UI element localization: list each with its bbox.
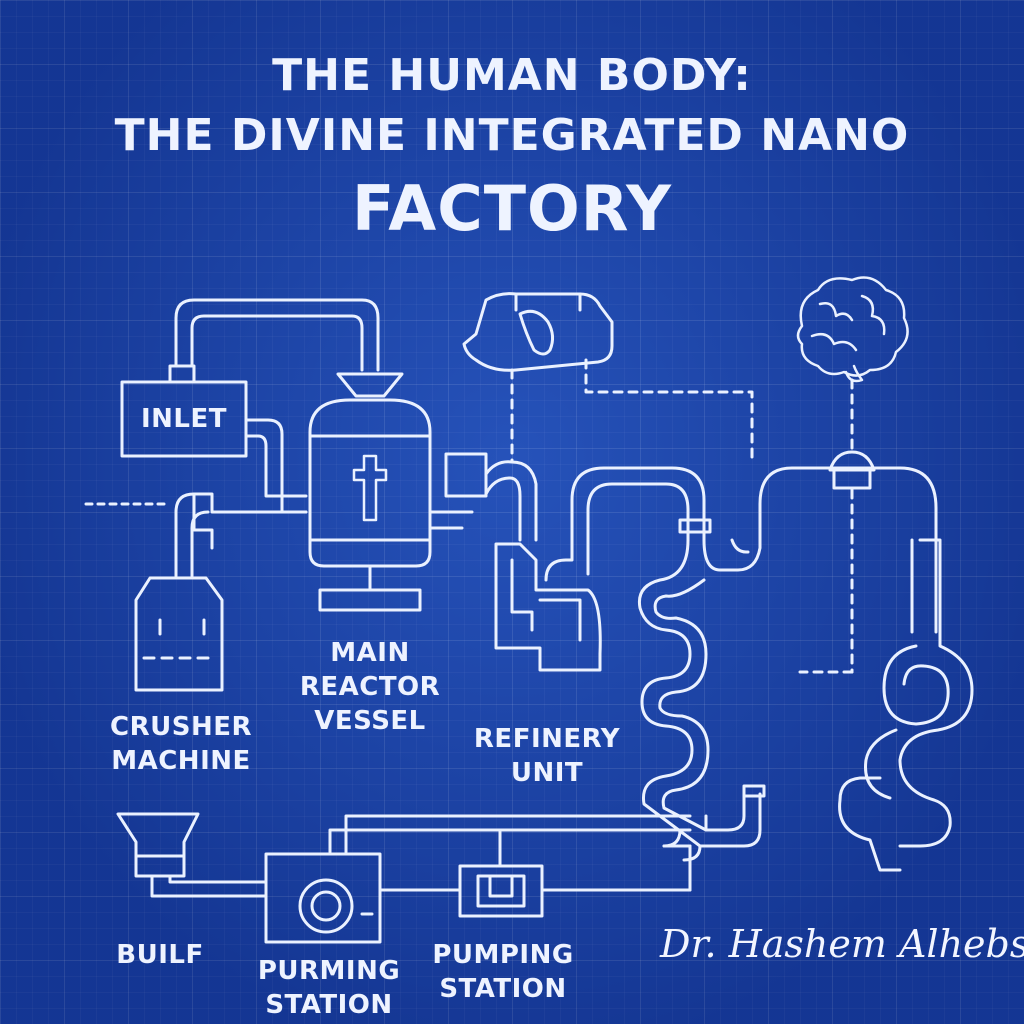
- junction-node: [830, 452, 874, 488]
- label-refinery-line-2: UNIT: [510, 758, 584, 788]
- liver-unit-icon: [464, 294, 612, 371]
- pumping-station: [460, 832, 690, 916]
- inlet-neck: [170, 366, 194, 382]
- author-signature: Dr. Hashem Alhebshi: [660, 922, 1024, 966]
- crusher-pipe: [86, 494, 306, 576]
- refinery-upper-pipe: [546, 468, 710, 580]
- label-inlet: INLET: [141, 404, 227, 434]
- inlet-to-reactor-pipe: [176, 300, 378, 370]
- label-reactor-line-2: REACTOR: [299, 672, 441, 702]
- refinery-unit: [496, 544, 600, 670]
- builf-funnel: [118, 814, 266, 896]
- bottom-circuit-pipe: [330, 816, 706, 860]
- label-crusher-machine: CRUSHER MACHINE: [96, 710, 266, 778]
- label-pumping-line-2: STATION: [439, 974, 567, 1004]
- label-pumping-station: PUMPING STATION: [420, 938, 586, 1006]
- label-main-reactor-vessel: MAIN REACTOR VESSEL: [290, 636, 450, 738]
- label-builf: BUILF: [116, 940, 204, 970]
- inlet-side-pipe: [246, 420, 306, 512]
- small-intestine-pipe: [639, 468, 936, 846]
- pump-wheel-icon: [300, 880, 352, 932]
- label-purming-station: PURMING STATION: [246, 954, 412, 1022]
- label-purming-line-1: PURMING: [257, 956, 401, 986]
- purming-station: [266, 854, 380, 942]
- crusher-machine: [136, 578, 222, 690]
- title-line-1: THE HUMAN BODY:: [272, 50, 752, 101]
- label-reactor-line-1: MAIN: [330, 638, 410, 668]
- label-refinery-unit: REFINERY UNIT: [462, 722, 632, 790]
- colon-structure: [840, 540, 972, 870]
- brain-icon: [798, 278, 908, 381]
- label-crusher-line-1: CRUSHER: [110, 712, 252, 742]
- dashed-link-2: [586, 360, 752, 460]
- nerve-dashed-lines: [800, 380, 852, 672]
- title-line-3: FACTORY: [352, 172, 672, 245]
- title-line-2: THE DIVINE INTEGRATED NANO: [114, 110, 910, 161]
- main-reactor-vessel: [310, 374, 430, 610]
- reactor-to-refinery-pipe: [430, 454, 536, 540]
- label-reactor-line-3: VESSEL: [314, 706, 426, 736]
- label-purming-line-2: STATION: [265, 990, 393, 1020]
- label-refinery-line-1: REFINERY: [473, 724, 621, 754]
- label-pumping-line-1: PUMPING: [432, 940, 574, 970]
- label-crusher-line-2: MACHINE: [111, 746, 251, 776]
- reactor-cross-icon: [354, 456, 386, 520]
